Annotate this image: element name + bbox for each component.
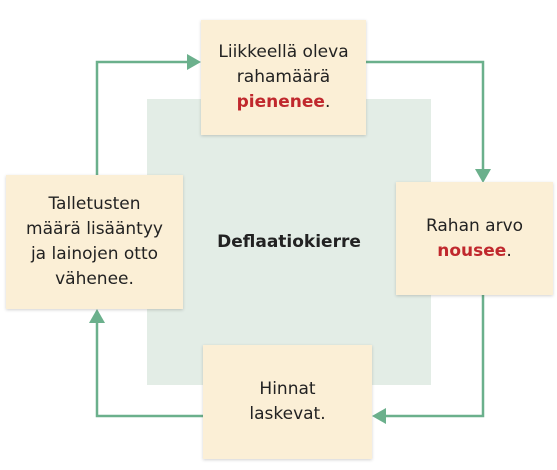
top-line1: Liikkeellä oleva [218, 42, 349, 62]
right-line1: Rahan arvo [425, 215, 524, 236]
left-line4: vähenee. [55, 269, 134, 289]
center-title: Deflaatiokierre [217, 232, 361, 252]
top-highlight: pienenee [236, 92, 325, 112]
center-square [147, 99, 431, 385]
box-money-value: Rahan arvo nousee. [396, 182, 553, 295]
bottom-line1: Hinnat [259, 379, 316, 399]
arrow-left-to-top [95, 60, 190, 175]
arrow-bottom-to-left [95, 321, 203, 418]
bottom-line2: laskevat. [249, 404, 326, 424]
arrowhead-up [89, 309, 105, 323]
box-money-supply: Liikkeellä oleva rahamäärä pienenee. [201, 20, 366, 135]
box-deposits-loans: Talletusten määrä lisääntyy ja lainojen … [6, 175, 183, 309]
arrow-top-to-right [366, 60, 485, 172]
box-prices: Hinnat laskevat. [203, 345, 372, 459]
right-highlight: nousee [437, 240, 507, 261]
left-line1: Talletusten [48, 194, 141, 214]
left-line3: ja lainojen otto [30, 244, 159, 264]
arrow-right-to-bottom [384, 295, 485, 418]
arrowhead-left [372, 408, 386, 424]
top-line2: rahamäärä [236, 67, 331, 87]
left-line2: määrä lisääntyy [26, 219, 163, 239]
arrowhead-down [475, 169, 491, 183]
right-suffix: . [506, 240, 512, 261]
top-suffix: . [324, 92, 331, 112]
arrowhead-right [187, 54, 201, 70]
